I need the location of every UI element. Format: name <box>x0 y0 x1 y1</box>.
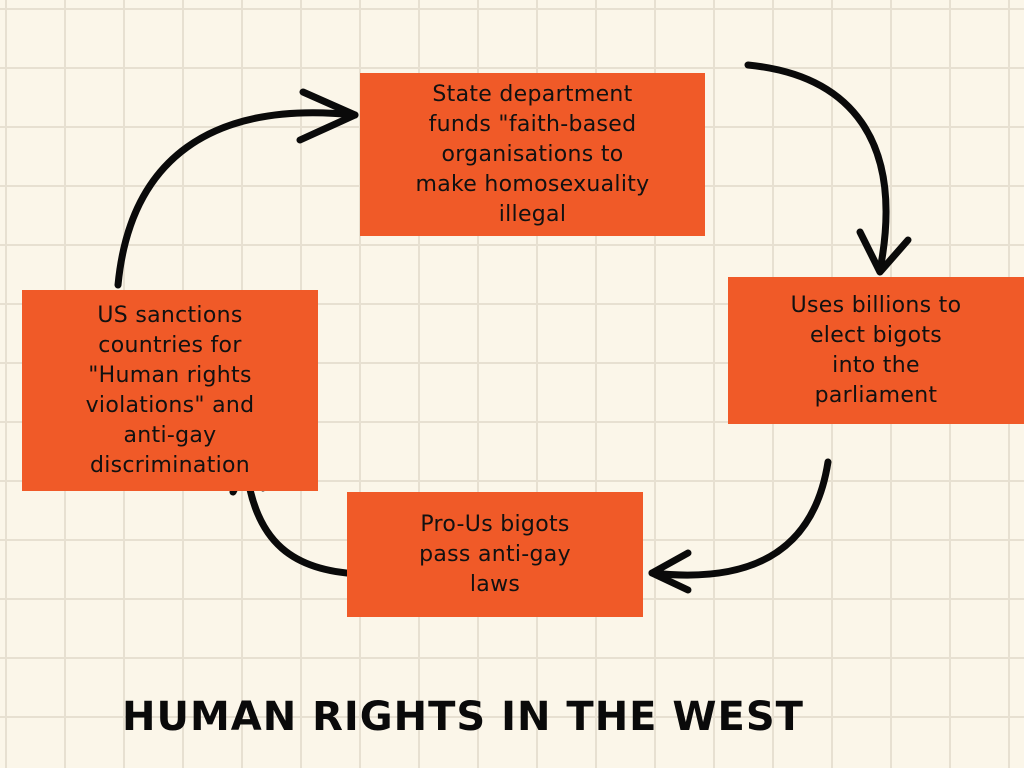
arrow-right-to-bottom <box>648 458 832 594</box>
node-pass-anti-gay-laws: Pro-Us bigots pass anti-gay laws <box>347 492 643 617</box>
node-text: State department funds "faith-based orga… <box>415 81 650 227</box>
diagram-title: HUMAN RIGHTS IN THE WEST <box>122 694 804 740</box>
node-state-department-funds: State department funds "faith-based orga… <box>360 73 705 236</box>
arrow-top-to-right <box>744 61 912 276</box>
node-uses-billions: Uses billions to elect bigots into the p… <box>728 277 1024 424</box>
node-text: Uses billions to elect bigots into the p… <box>790 292 962 408</box>
arrow-left-to-top <box>114 88 359 289</box>
node-us-sanctions: US sanctions countries for "Human rights… <box>22 290 318 491</box>
node-text: US sanctions countries for "Human rights… <box>85 302 255 478</box>
node-text: Pro-Us bigots pass anti-gay laws <box>419 511 571 597</box>
